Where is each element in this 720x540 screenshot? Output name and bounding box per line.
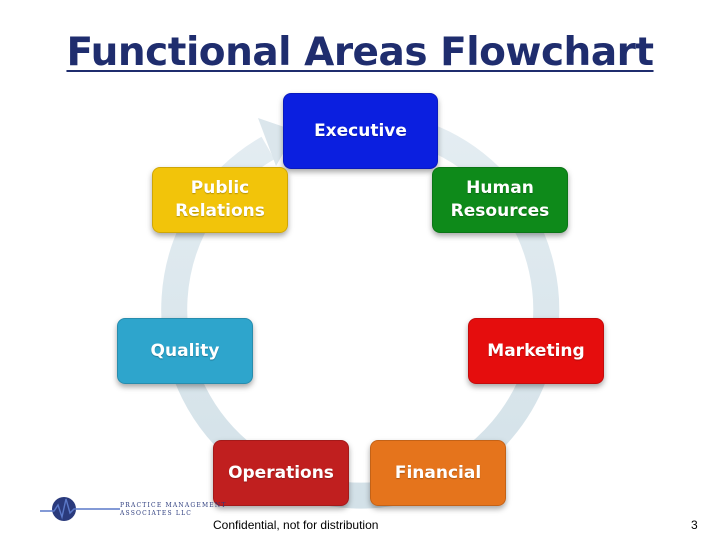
node-marketing: Marketing	[468, 318, 604, 384]
node-operations: Operations	[213, 440, 349, 506]
company-logo: PRACTICE MANAGEMENT ASSOCIATES LLC	[40, 494, 225, 524]
logo-line-1: PRACTICE MANAGEMENT	[120, 502, 227, 509]
footer-text: Confidential, not for distribution	[213, 518, 379, 532]
node-quality: Quality	[117, 318, 253, 384]
page-number: 3	[691, 518, 698, 532]
logo-mark-icon	[40, 497, 120, 521]
node-human-resources: Human Resources	[432, 167, 568, 233]
node-public-relations: Public Relations	[152, 167, 288, 233]
node-executive: Executive	[283, 93, 438, 169]
node-financial: Financial	[370, 440, 506, 506]
logo-line-2: ASSOCIATES LLC	[120, 510, 193, 517]
page-title: Functional Areas Flowchart	[66, 30, 654, 75]
